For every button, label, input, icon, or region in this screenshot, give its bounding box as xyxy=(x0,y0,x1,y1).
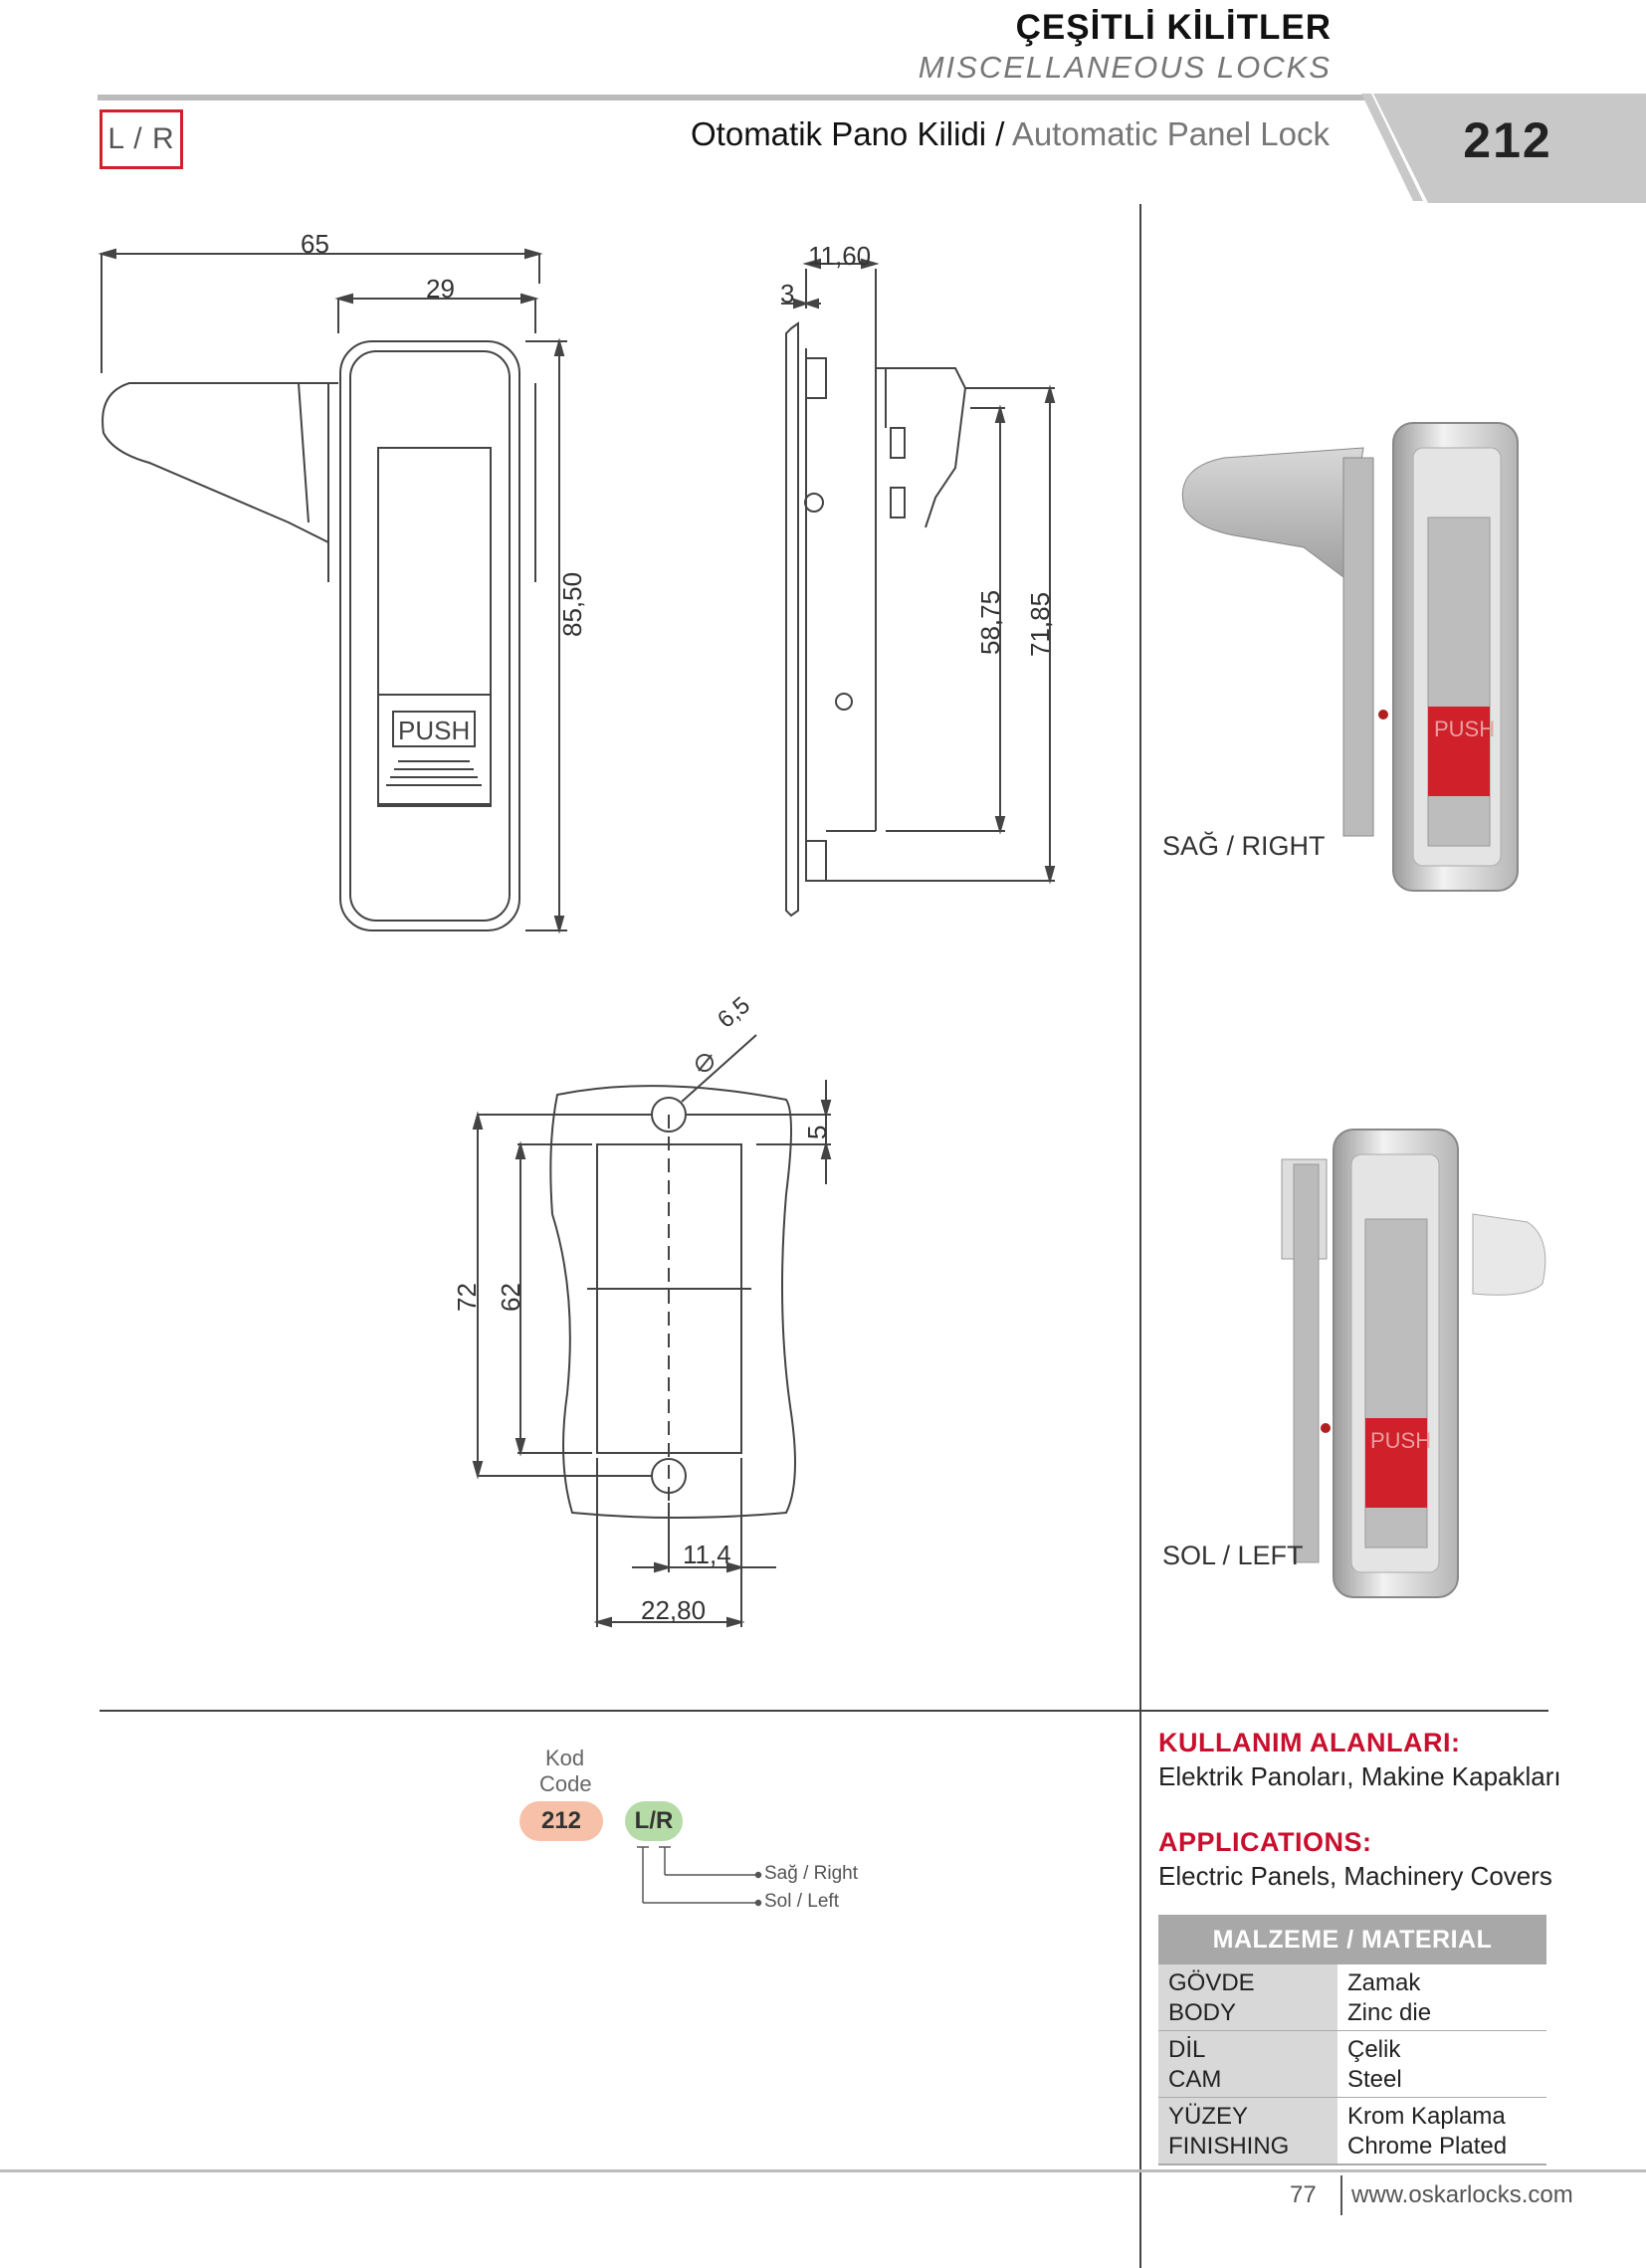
dim-71-85: 71,85 xyxy=(1025,591,1055,657)
code-label-en: Code xyxy=(539,1771,592,1796)
material-key-en: FINISHING xyxy=(1168,2133,1290,2160)
material-value-en: Zinc die xyxy=(1347,1999,1432,2026)
material-value-en: Chrome Plated xyxy=(1347,2133,1508,2160)
front-view-drawing: PUSH xyxy=(98,248,567,934)
footer-separator xyxy=(1340,2175,1342,2215)
material-key-tr: GÖVDE xyxy=(1168,1969,1255,1996)
material-value-tr: Krom Kaplama xyxy=(1347,2103,1506,2130)
dim-11-60: 11,60 xyxy=(808,241,872,271)
material-title: MALZEME / MATERIAL xyxy=(1158,1915,1546,1964)
header-band xyxy=(98,94,1646,203)
code-option-lines xyxy=(637,1846,762,1907)
dim-3: 3 xyxy=(780,279,795,309)
footer-divider xyxy=(0,2169,1646,2172)
material-key-tr: YÜZEY xyxy=(1168,2103,1249,2130)
code-label-tr: Kod xyxy=(545,1746,585,1770)
dim-65: 65 xyxy=(301,229,329,259)
footer-page-number: 77 xyxy=(1290,2181,1317,2208)
dim-29: 29 xyxy=(426,274,455,304)
category-title-tr: ÇEŞİTLİ KİLİTLER xyxy=(1015,8,1332,47)
applications-text-tr: Elektrik Panoları, Makine Kapakları xyxy=(1158,1761,1561,1791)
code-variant-pill: L/R xyxy=(625,1801,683,1841)
material-value-en: Steel xyxy=(1347,2066,1402,2093)
product-title-tr: Otomatik Pano Kilidi / xyxy=(691,115,1005,152)
page-code: 212 xyxy=(1463,112,1552,168)
dim-11-4: 11,4 xyxy=(683,1540,731,1569)
material-key-en: BODY xyxy=(1168,1999,1237,2026)
dim-5: 5 xyxy=(802,1125,832,1139)
dim-22-80: 22,80 xyxy=(641,1595,707,1625)
material-key-en: CAM xyxy=(1168,2066,1222,2093)
label-right: SAĞ / RIGHT xyxy=(1162,831,1326,861)
side-view-drawing xyxy=(781,258,1056,918)
dim-85-50: 85,50 xyxy=(557,571,587,637)
category-title-en: MISCELLANEOUS LOCKS xyxy=(918,50,1332,85)
footer-url[interactable]: www.oskarlocks.com xyxy=(1351,2181,1573,2208)
code-part-pill: 212 xyxy=(519,1801,603,1841)
photo-right-lock: PUSH xyxy=(1181,422,1519,892)
material-key-tr: DİL xyxy=(1168,2036,1206,2063)
product-title-en: Automatic Panel Lock xyxy=(1004,115,1330,152)
dim-58-75: 58,75 xyxy=(975,589,1005,655)
dim-62: 62 xyxy=(496,1283,525,1312)
photo-left-push: PUSH xyxy=(1370,1428,1431,1453)
code-option-right: Sağ / Right xyxy=(764,1863,858,1884)
code-option-left: Sol / Left xyxy=(764,1891,839,1912)
variant-box: L / R xyxy=(100,109,183,169)
photo-right-push: PUSH xyxy=(1434,717,1495,741)
product-title: Otomatik Pano Kilidi / Automatic Panel L… xyxy=(691,115,1330,153)
horizontal-divider xyxy=(100,1710,1548,1712)
applications-title-en: APPLICATIONS: xyxy=(1158,1827,1372,1857)
dim-72: 72 xyxy=(452,1283,482,1312)
cutout-drawing xyxy=(472,1034,832,1628)
photo-left-lock: PUSH xyxy=(1281,1129,1546,1598)
applications-text-en: Electric Panels, Machinery Covers xyxy=(1158,1861,1552,1891)
vertical-divider xyxy=(1139,204,1141,2268)
label-left: SOL / LEFT xyxy=(1162,1541,1304,1570)
material-value-tr: Zamak xyxy=(1347,1969,1421,1996)
front-push-label: PUSH xyxy=(398,716,470,745)
applications-title-tr: KULLANIM ALANLARI: xyxy=(1158,1728,1461,1757)
material-value-tr: Çelik xyxy=(1347,2036,1401,2063)
page-header: ÇEŞİTLİ KİLİTLER MISCELLANEOUS LOCKS xyxy=(919,8,1332,86)
